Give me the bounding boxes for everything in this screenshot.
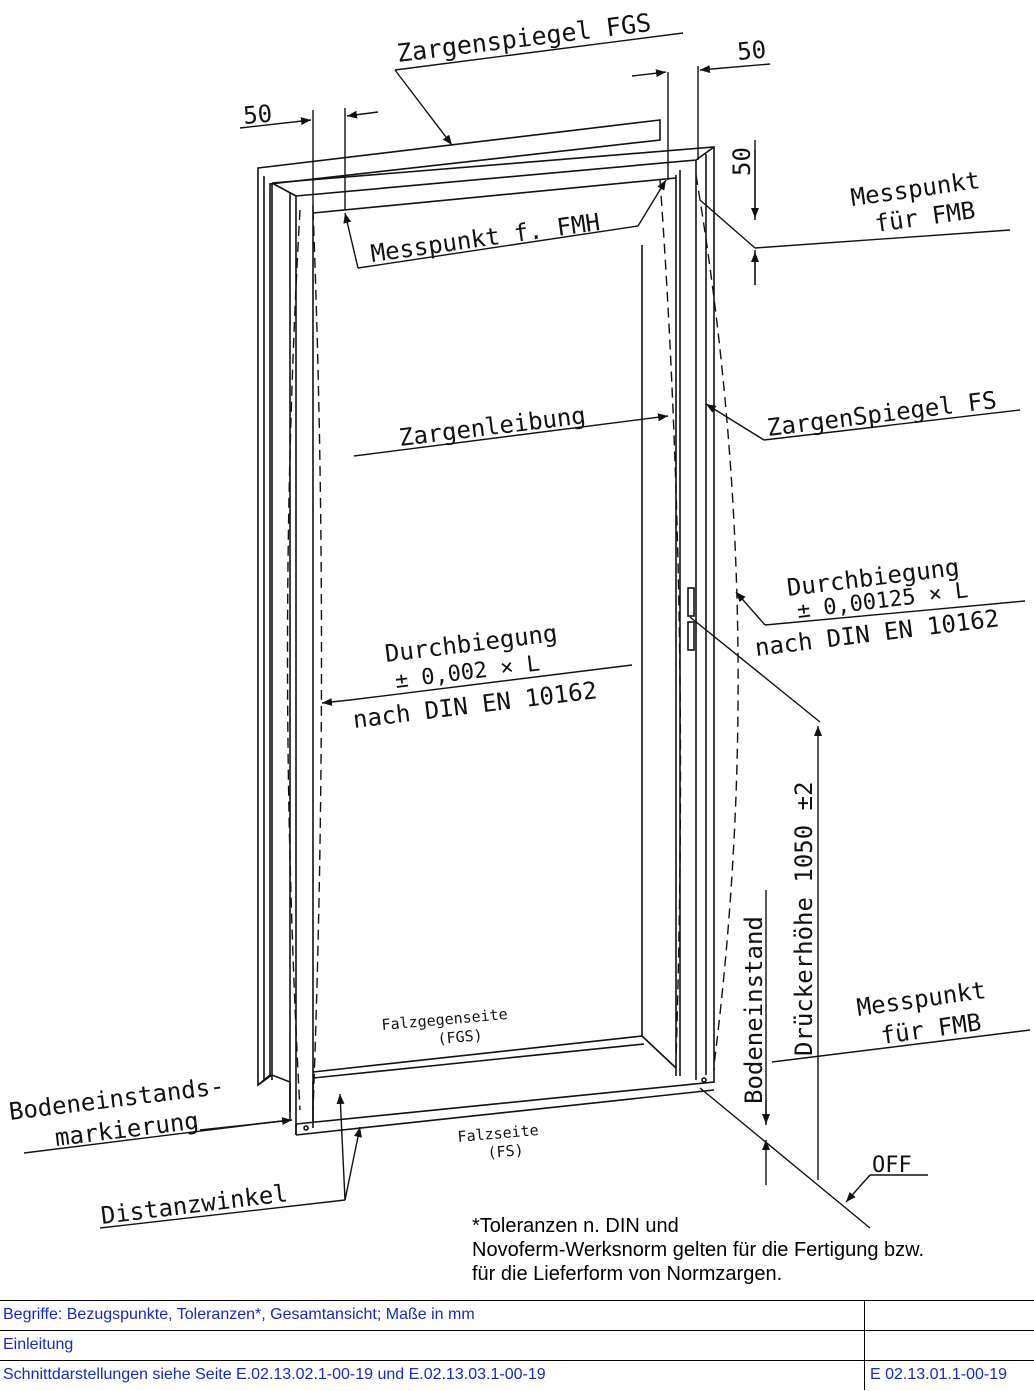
door-frame-drawing: Zargenspiegel FGS 50 50 50 Messpunkt f. … <box>7 8 1031 1230</box>
off-label: OFF <box>872 1153 912 1178</box>
zargenspiegel-fgs-label: Zargenspiegel FGS <box>395 8 653 68</box>
falzseite-line2: (FS) <box>487 1141 525 1162</box>
info-row-3-text: Schnittdarstellungen siehe Seite E.02.13… <box>3 1366 546 1383</box>
page-id: E 02.13.01.1-00-19 <box>870 1366 1007 1383</box>
info-table: Begriffe: Bezugspunkte, Toleranzen*, Ges… <box>0 1300 1034 1391</box>
info-row-2-right-cell <box>864 1331 1034 1360</box>
drueckerhoehe-label: Drückerhöhe 1050 ±2 <box>790 781 818 1056</box>
note-line-1: *Toleranzen n. DIN und <box>472 1215 679 1237</box>
note-line-2: Novoferm-Werksnorm gelten für die Fertig… <box>472 1239 925 1261</box>
falzgegenseite-line2: (FGS) <box>437 1026 484 1048</box>
leader-lines <box>23 32 1031 1229</box>
note-line-3: für die Lieferform von Normzargen. <box>472 1263 783 1285</box>
tolerance-note: *Toleranzen n. DIN und Novoferm-Werksnor… <box>472 1214 924 1286</box>
info-row-2: Einleitung <box>0 1331 1034 1361</box>
messpunkt-fmh-label: Messpunkt f. FMH <box>369 208 602 268</box>
info-row-1-text: Begriffe: Bezugspunkte, Toleranzen*, Ges… <box>3 1306 475 1323</box>
dim-50-vertical: 50 <box>728 147 756 176</box>
dim-50-top-left: 50 <box>242 100 273 130</box>
distanzwinkel-label: Distanzwinkel <box>99 1179 289 1230</box>
bodeneinstand-label: Bodeneinstand <box>740 916 768 1104</box>
info-row-1-right-cell <box>864 1301 1034 1330</box>
dim-50-top-right: 50 <box>736 36 767 66</box>
zargenleibung-label: Zargenleibung <box>397 401 587 452</box>
deflection-lines <box>286 174 739 1111</box>
info-row-3-right-cell: E 02.13.01.1-00-19 <box>864 1361 1034 1390</box>
door-frame <box>257 119 715 1136</box>
info-row-1: Begriffe: Bezugspunkte, Toleranzen*, Ges… <box>0 1301 1034 1331</box>
zargenspiegel-fs-label: ZargenSpiegel FS <box>765 386 998 442</box>
info-row-2-text: Einleitung <box>3 1336 74 1353</box>
info-row-3: Schnittdarstellungen siehe Seite E.02.13… <box>0 1361 1034 1390</box>
